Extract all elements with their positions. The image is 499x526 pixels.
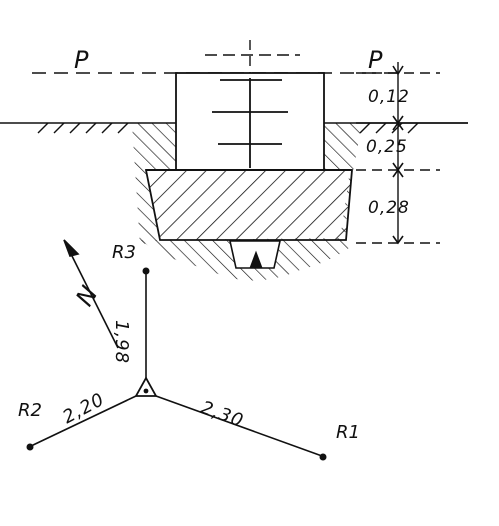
soil-wall-left [132, 123, 176, 245]
load-label-right: P [368, 46, 383, 74]
r2-label: R2 [18, 400, 42, 421]
r2-point [26, 443, 34, 451]
dim-arrow-6 [392, 235, 404, 245]
dim-arrow-1 [392, 65, 404, 76]
ground-hatch-right [359, 122, 419, 134]
foundation-base [144, 169, 353, 241]
r1-label: R1 [336, 422, 360, 443]
station-marker [134, 376, 158, 397]
north-arrow-shaft [65, 243, 119, 349]
dim-arrow-5 [392, 168, 404, 178]
bearing-key-wedge [249, 250, 263, 269]
station-dot [143, 388, 149, 394]
load-label-left: P [74, 46, 89, 74]
depth-label-1: 0,12 [368, 87, 410, 107]
distance-r3: 1,98 [111, 320, 132, 365]
ground-hatch-left [37, 122, 129, 134]
line-to-r2 [30, 395, 137, 447]
depth-label-2: 0,25 [366, 137, 408, 157]
depth-label-3: 0,28 [368, 198, 410, 218]
r1-point [319, 453, 327, 461]
dim-arrow-3 [392, 121, 404, 131]
line-to-r1 [155, 395, 323, 457]
north-arrow-head [63, 239, 80, 257]
r3-label: R3 [112, 242, 136, 263]
r3-point [142, 267, 150, 275]
soil-wall-right [324, 123, 362, 248]
